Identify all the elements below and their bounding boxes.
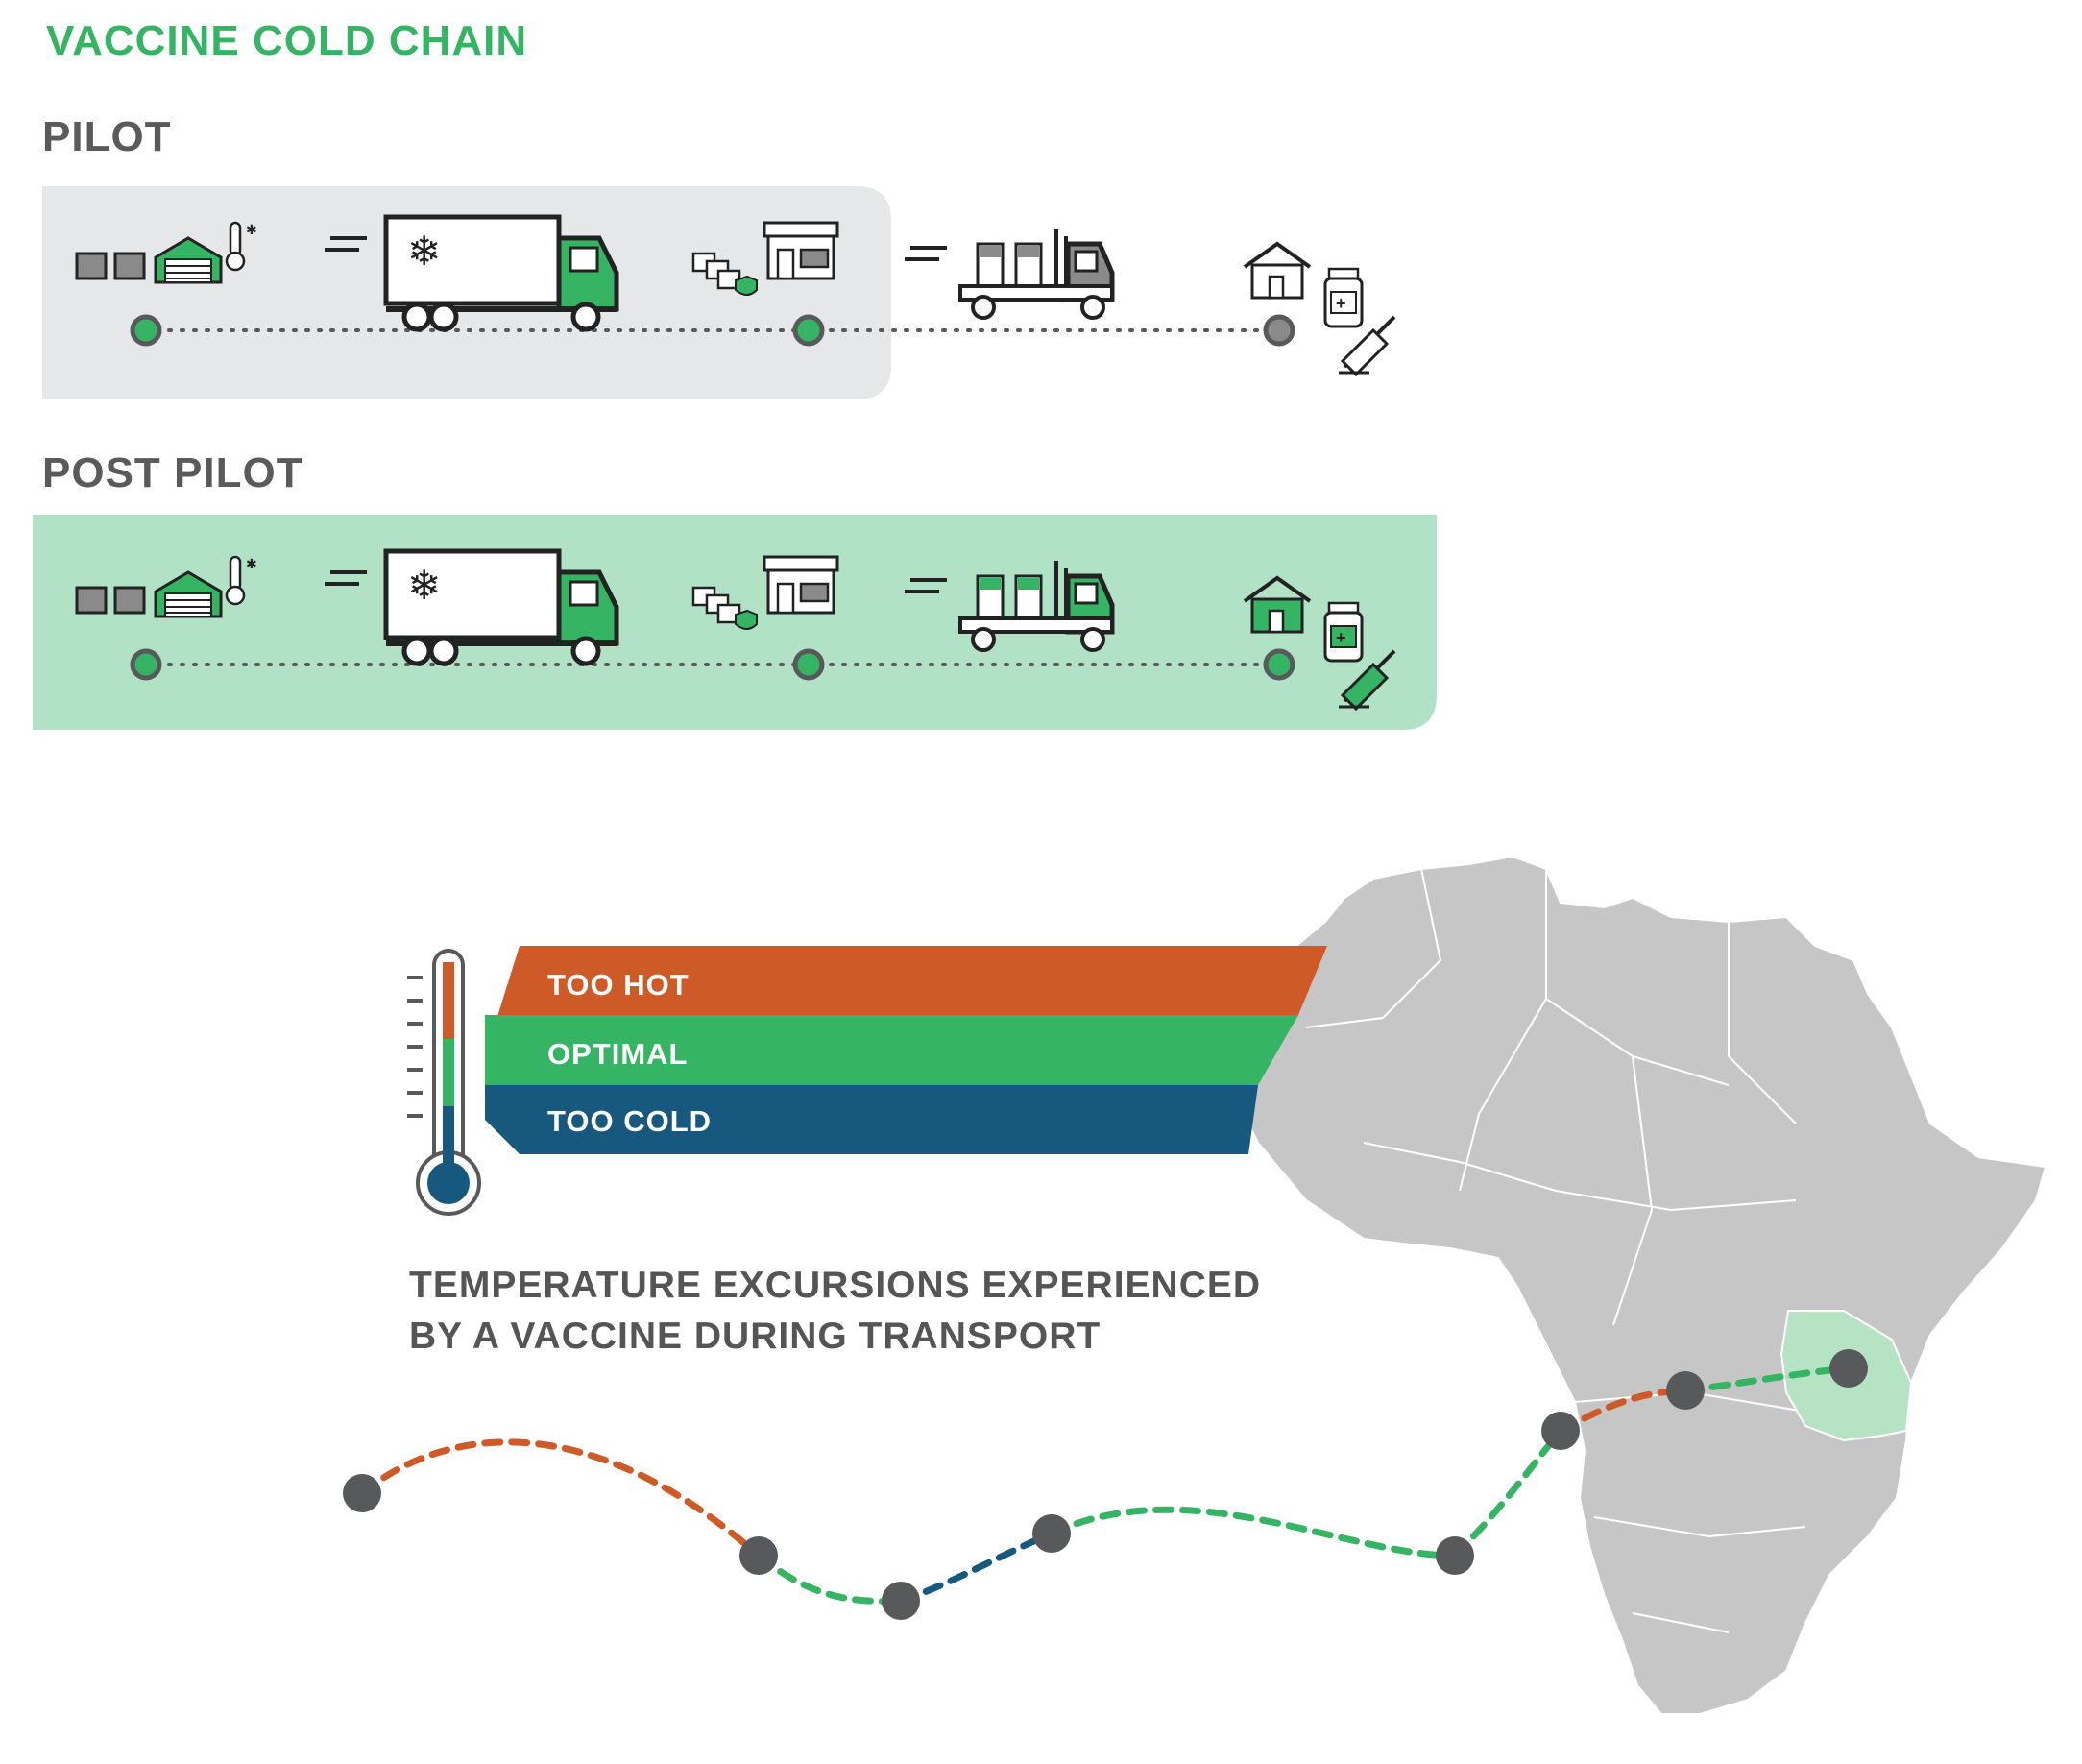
clinic-icon: + [1243, 241, 1396, 377]
pilot-heading: PILOT [42, 113, 172, 160]
route-node [1436, 1536, 1474, 1575]
too-hot-label: TOO HOT [547, 968, 690, 1002]
route-node [1829, 1349, 1868, 1388]
pilot-node-1 [130, 314, 162, 347]
svg-text:+: + [1336, 294, 1346, 313]
optimal-band [485, 1015, 1298, 1085]
route-node [1666, 1371, 1705, 1410]
caption-line-1: TEMPERATURE EXCURSIONS EXPERIENCED [409, 1265, 1262, 1306]
country-borders [1305, 868, 1806, 1633]
caption: TEMPERATURE EXCURSIONS EXPERIENCED BY A … [409, 1260, 1261, 1362]
post-node-1 [130, 648, 162, 681]
optimal-label: OPTIMAL [547, 1037, 689, 1071]
pilot-node-2 [792, 314, 825, 347]
thermometer-icon [407, 949, 481, 1216]
page-title: VACCINE COLD CHAIN [46, 17, 528, 64]
route-node [1032, 1514, 1071, 1553]
too-cold-label: TOO COLD [547, 1104, 713, 1138]
flatbed-truck-icon [905, 561, 1115, 652]
route-node [1541, 1412, 1580, 1450]
route-nodes [343, 1349, 1868, 1620]
post-pilot-heading: POST PILOT [42, 449, 303, 496]
too-hot-band [485, 946, 1327, 1056]
flatbed-truck-icon [905, 229, 1115, 320]
caption-line-2: BY A VACCINE DURING TRANSPORT [409, 1316, 1102, 1357]
route-node [739, 1536, 778, 1575]
route-node [882, 1582, 920, 1620]
clinic-icon: + [1243, 575, 1396, 712]
too-cold-band [485, 1085, 1258, 1154]
post-node-2 [792, 648, 825, 681]
post-node-3 [1263, 648, 1295, 681]
africa-map [1242, 855, 2047, 1715]
pilot-node-3 [1263, 314, 1295, 347]
svg-text:+: + [1336, 628, 1346, 647]
route-node [343, 1474, 381, 1512]
